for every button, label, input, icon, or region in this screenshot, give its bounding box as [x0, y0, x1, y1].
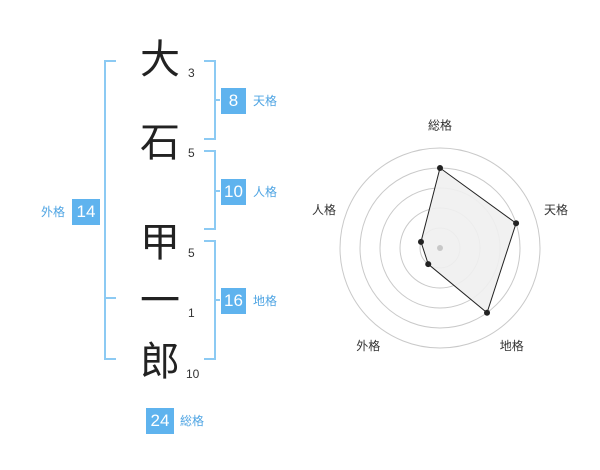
stroke-count-4: 1 [188, 306, 195, 320]
stroke-count-5: 10 [186, 367, 200, 381]
chikaku-badge: 16 [221, 288, 246, 314]
gaikaku-label: 外格 [41, 205, 66, 219]
radar-point-3 [484, 309, 491, 316]
name-char-5: 郎 [140, 339, 180, 385]
radar-area [420, 167, 517, 314]
name-char-2: 石 [140, 120, 180, 166]
radar-axis-label-3: 地格 [500, 338, 524, 353]
name-char-3: 甲 [140, 220, 180, 266]
tenkaku-connector [216, 99, 220, 101]
radar-point-2 [513, 220, 520, 227]
name-char-4: 一 [140, 278, 180, 324]
radar-axis-label-1: 総格 [428, 118, 452, 133]
radar-axis-label-2: 天格 [544, 202, 568, 217]
radar-center [437, 245, 443, 251]
gaikaku-mid-tick [104, 297, 116, 299]
radar-point-1 [437, 165, 443, 171]
stroke-count-2: 5 [188, 146, 195, 160]
radar-axis-label-4: 外格 [356, 338, 380, 353]
tenkaku-badge: 8 [221, 88, 246, 114]
radar-ring-5 [339, 147, 541, 349]
chikaku-bracket [204, 240, 216, 360]
name-char-1: 大 [140, 37, 180, 83]
soukaku-label: 総格 [180, 414, 205, 428]
jinkaku-label: 人格 [253, 185, 278, 199]
soukaku-badge: 24 [146, 408, 174, 434]
chikaku-label: 地格 [253, 294, 278, 308]
radar-axis-label-5: 人格 [312, 202, 336, 217]
jinkaku-connector [216, 190, 220, 192]
chikaku-connector [216, 299, 220, 301]
stroke-count-3: 5 [188, 246, 195, 260]
jinkaku-badge: 10 [221, 179, 246, 205]
tenkaku-bracket [204, 60, 216, 140]
tenkaku-label: 天格 [253, 94, 278, 108]
gaikaku-badge: 14 [72, 199, 100, 225]
jinkaku-bracket [204, 150, 216, 230]
radar-point-4 [425, 261, 432, 268]
gaikaku-bracket [104, 60, 116, 360]
radar-point-5 [417, 238, 424, 245]
stroke-count-1: 3 [188, 66, 195, 80]
